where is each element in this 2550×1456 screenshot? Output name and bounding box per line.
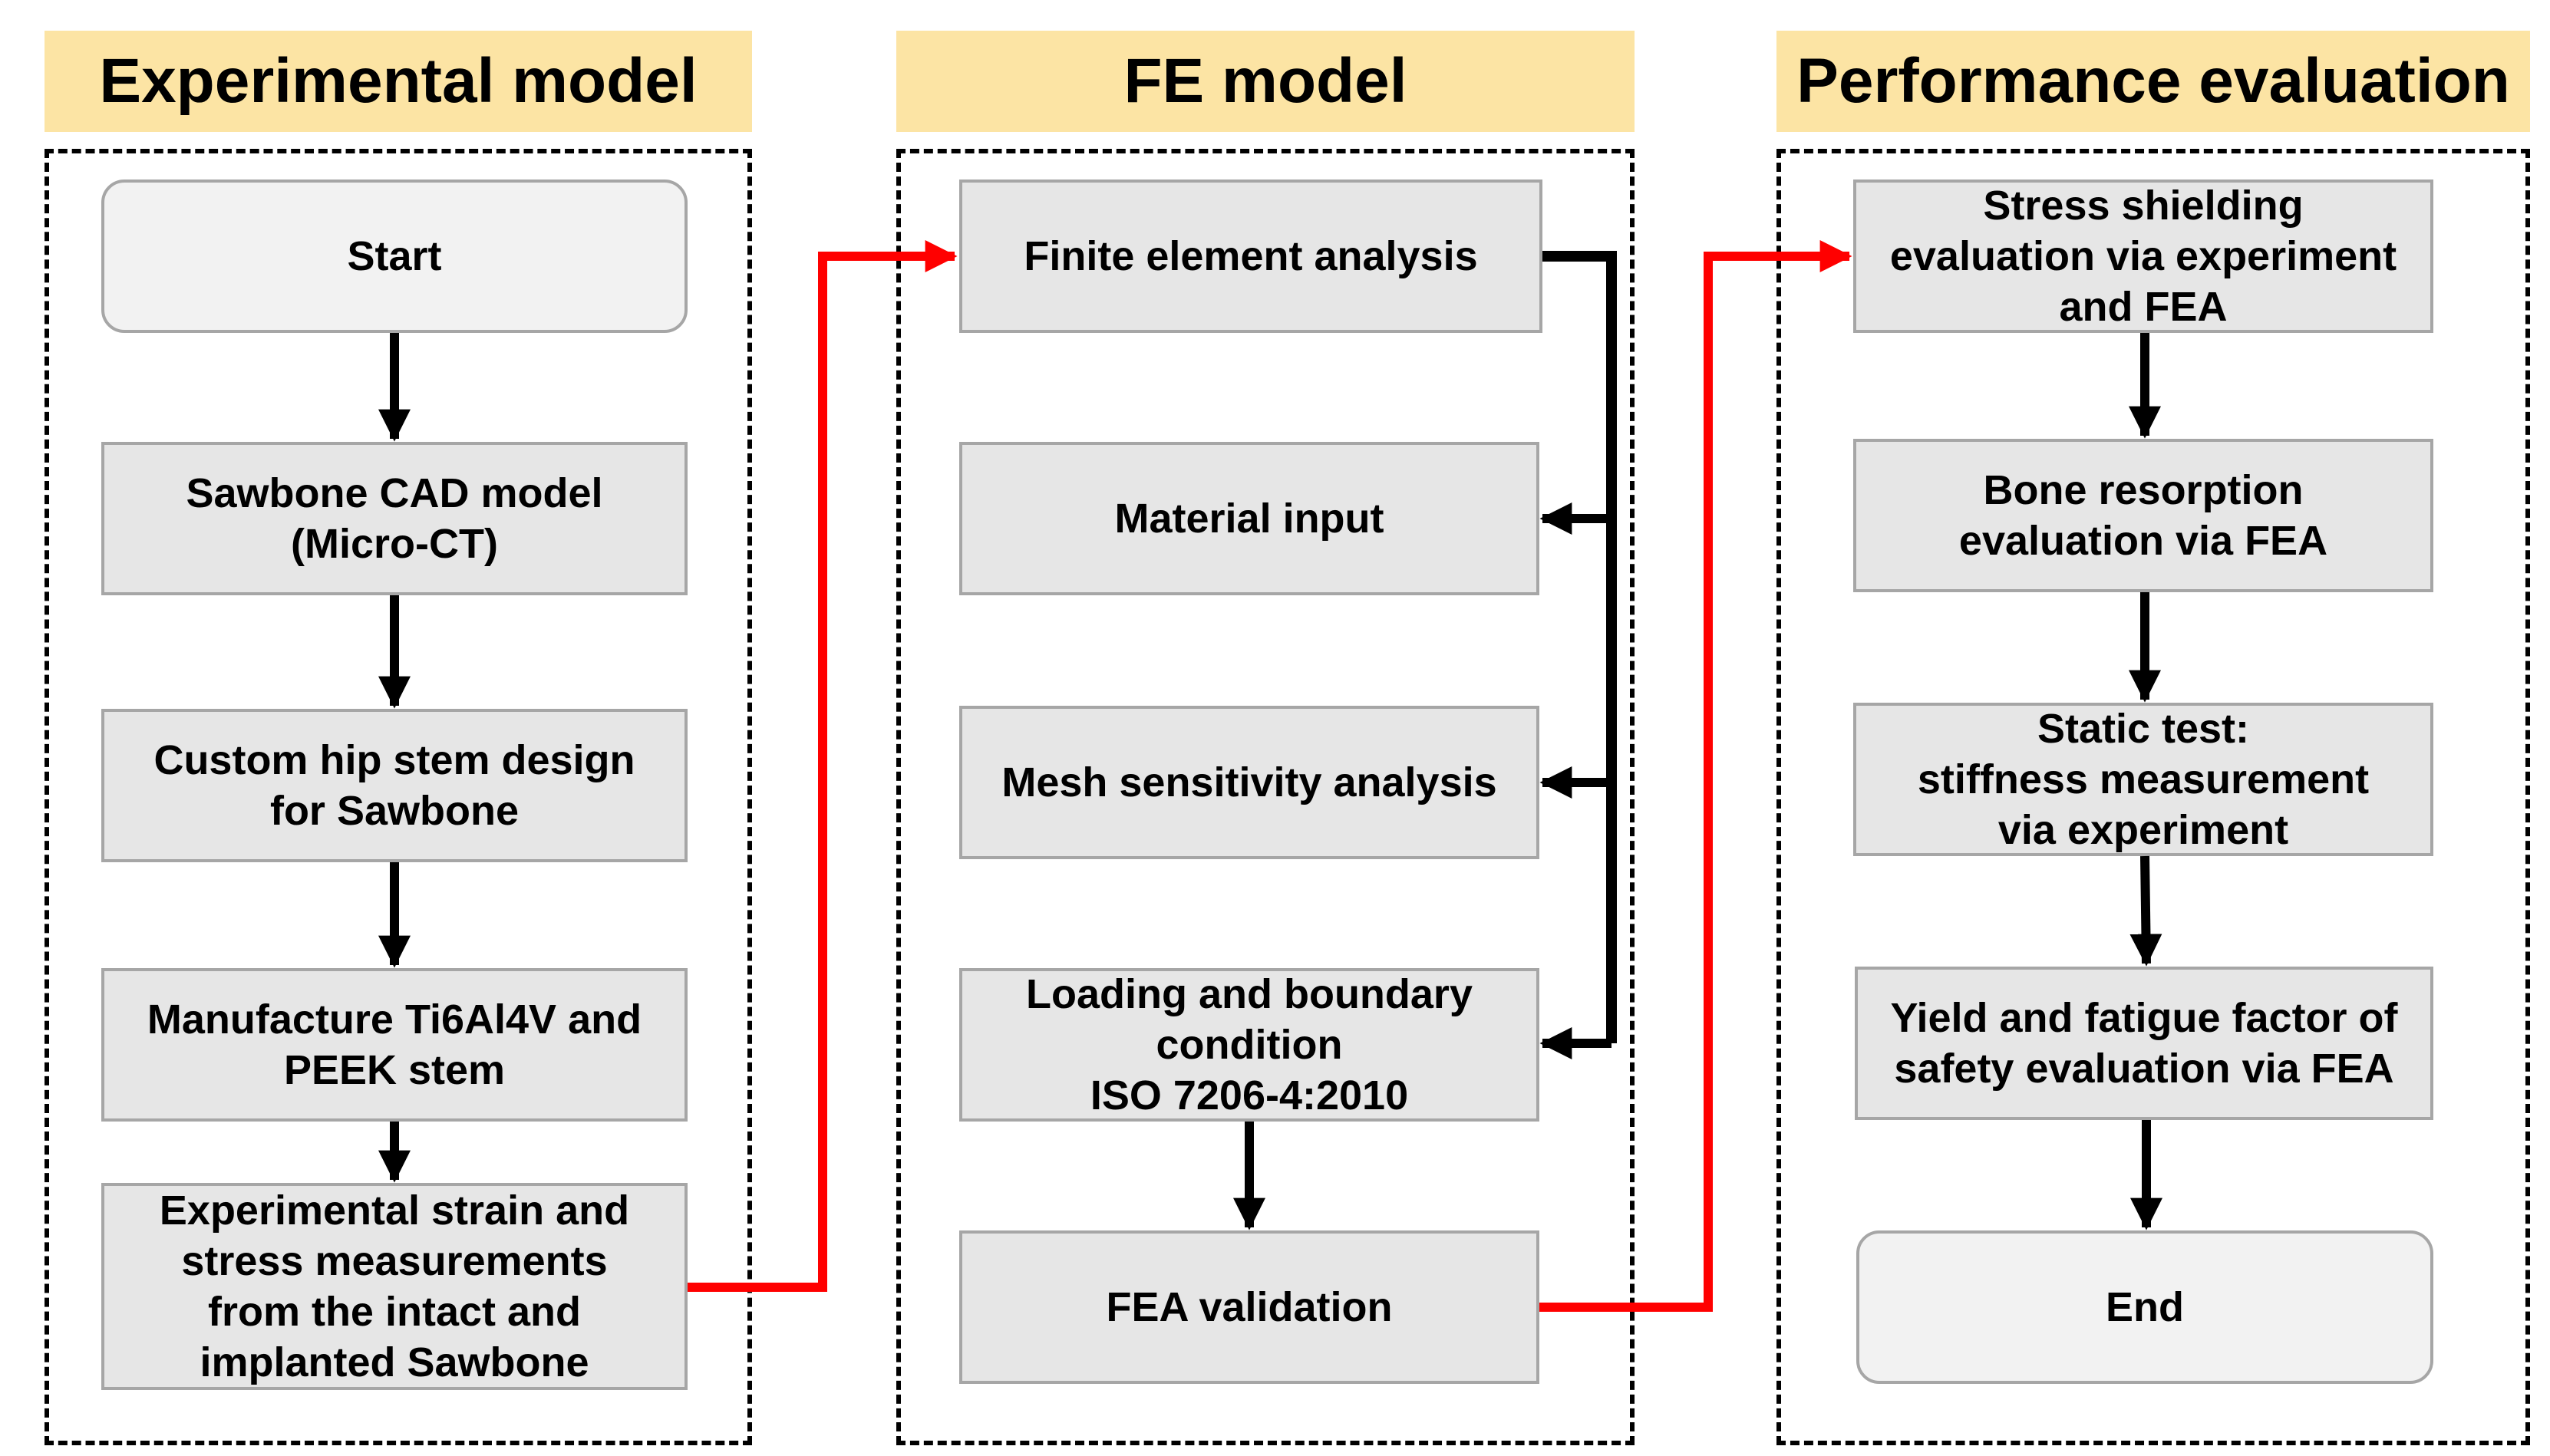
fea-validation-step: FEA validation [959, 1230, 1539, 1384]
stress-shielding-evaluation-step: Stress shielding evaluation via experime… [1853, 180, 2433, 333]
header-fe-model: FE model [896, 31, 1635, 132]
finite-element-analysis-step: Finite element analysis [959, 180, 1542, 333]
header-performance-evaluation: Performance evaluation [1776, 31, 2530, 132]
mesh-sensitivity-analysis-step: Mesh sensitivity analysis [959, 706, 1539, 859]
bone-resorption-evaluation-step: Bone resorption evaluation via FEA [1853, 439, 2433, 592]
experimental-measurements-step: Experimental strain and stress measureme… [101, 1183, 688, 1390]
sawbone-cad-model-step: Sawbone CAD model (Micro-CT) [101, 442, 688, 595]
yield-fatigue-safety-step: Yield and fatigue factor of safety evalu… [1855, 967, 2433, 1120]
custom-hip-stem-design-step: Custom hip stem design for Sawbone [101, 709, 688, 862]
manufacture-stem-step: Manufacture Ti6Al4V and PEEK stem [101, 968, 688, 1122]
start-node: Start [101, 180, 688, 333]
material-input-step: Material input [959, 442, 1539, 595]
static-test-stiffness-step: Static test: stiffness measurement via e… [1853, 703, 2433, 856]
header-experimental-model: Experimental model [45, 31, 752, 132]
loading-boundary-condition-step: Loading and boundary condition ISO 7206-… [959, 968, 1539, 1122]
end-node: End [1856, 1230, 2433, 1384]
